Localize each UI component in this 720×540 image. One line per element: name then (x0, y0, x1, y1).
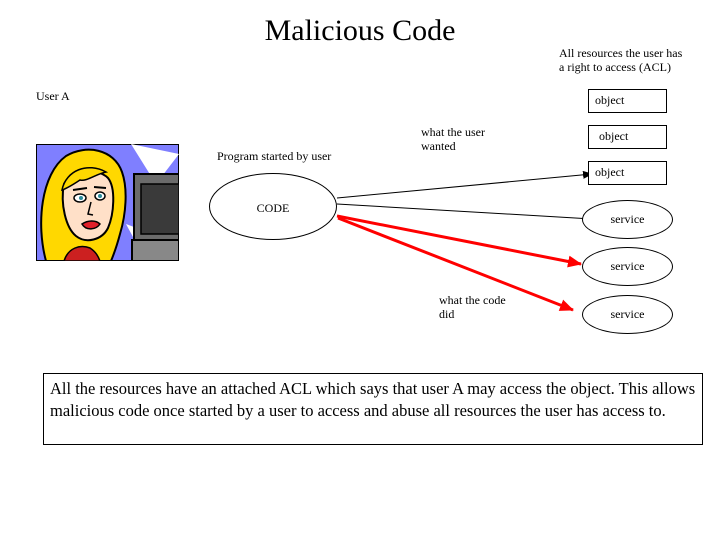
wanted-arrow-service (336, 203, 593, 223)
did-label-line-1: what the code (439, 293, 506, 307)
user-label: User A (36, 89, 70, 103)
service-label: service (610, 212, 645, 226)
explanation-note: All the resources have an attached ACL w… (43, 373, 703, 445)
acl-caption-line-1: All resources the user has (559, 46, 683, 60)
object-box-3: object (588, 161, 667, 185)
service-label: service (610, 307, 645, 321)
object-label: object (595, 93, 625, 107)
wanted-arrow-object (336, 170, 593, 199)
service-ellipse-1: service (582, 200, 673, 239)
did-arrow-service-3 (337, 216, 574, 312)
program-label: Program started by user (217, 149, 332, 163)
acl-caption: All resources the user has a right to ac… (559, 46, 682, 74)
page-title: Malicious Code (264, 14, 456, 47)
object-label: object (599, 129, 629, 143)
code-label: CODE (256, 201, 290, 215)
object-box-2: object (588, 125, 667, 149)
user-portrait-image (35, 143, 180, 262)
code-ellipse: CODE (209, 173, 337, 240)
wanted-label-line-2: wanted (421, 139, 456, 153)
user-illustration (35, 143, 180, 262)
object-box-1: object (588, 89, 667, 113)
service-label: service (610, 259, 645, 273)
acl-caption-line-2: a right to access (ACL) (559, 60, 671, 74)
service-ellipse-3: service (582, 295, 673, 334)
service-ellipse-2: service (582, 247, 673, 286)
did-label: what the code did (439, 293, 506, 321)
wanted-label: what the user wanted (421, 125, 485, 153)
did-label-line-2: did (439, 307, 455, 321)
did-arrow-service-2 (336, 214, 582, 268)
object-label: object (595, 165, 625, 179)
wanted-label-line-1: what the user (421, 125, 485, 139)
